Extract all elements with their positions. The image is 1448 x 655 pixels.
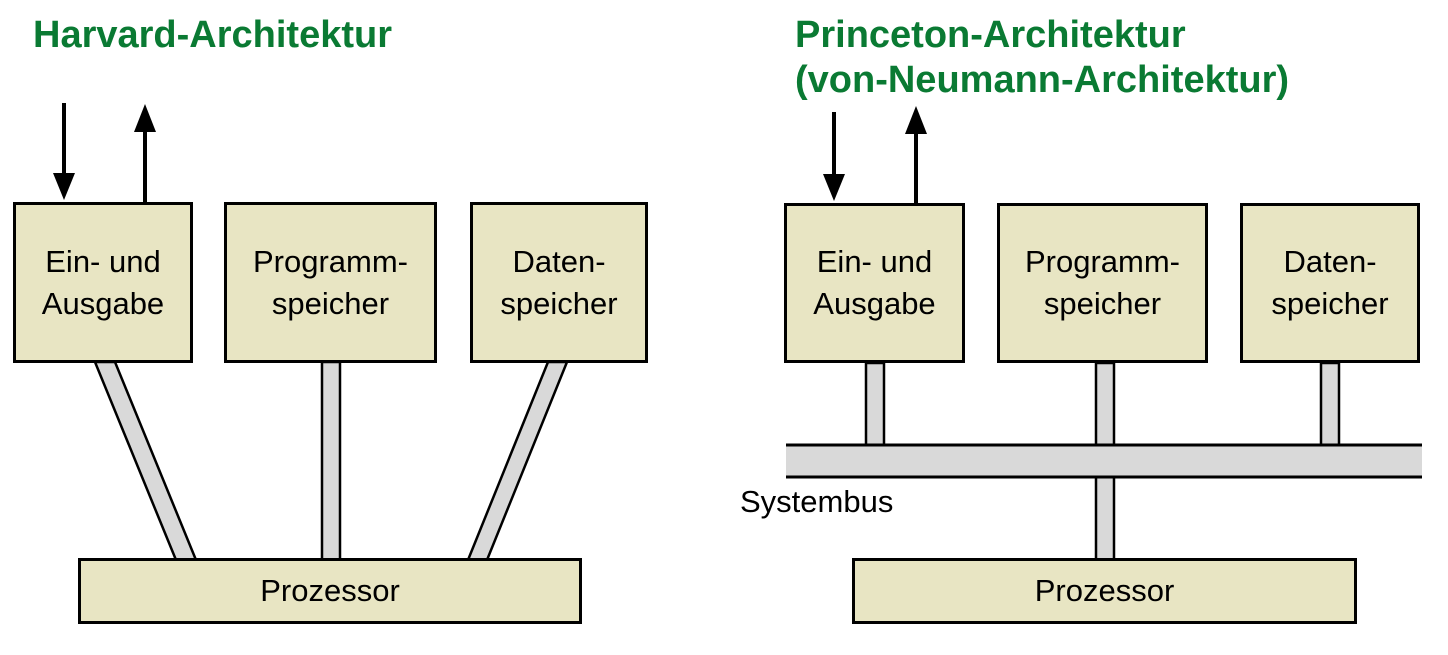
harvard-title: Harvard-Architektur [33,14,392,56]
princeton-data-bus-connector [1319,361,1341,448]
harvard-io-bus-connector [93,360,198,562]
princeton-io-bus-connector [864,361,886,448]
harvard-data-memory-box: Daten- speicher [470,202,648,363]
princeton-data-memory-box: Daten- speicher [1240,203,1420,363]
princeton-processor-bus-connector [1094,474,1116,562]
harvard-data-bus-connector [466,360,569,562]
princeton-io-box: Ein- und Ausgabe [784,203,965,363]
princeton-output-arrow-icon [905,106,927,203]
princeton-processor-box: Prozessor [852,558,1357,624]
princeton-input-arrow-icon [823,112,845,201]
harvard-input-arrow-icon [53,103,75,200]
princeton-program-memory-box: Programm- speicher [997,203,1208,363]
systembus-bar [786,443,1422,479]
princeton-program-bus-connector [1094,361,1116,448]
systembus-label: Systembus [740,484,894,519]
harvard-io-box: Ein- und Ausgabe [13,202,193,363]
harvard-processor-box: Prozessor [78,558,582,624]
harvard-program-memory-box: Programm- speicher [224,202,437,363]
princeton-title: Princeton-Architektur (von-Neumann-Archi… [795,14,1290,101]
harvard-output-arrow-icon [134,104,156,202]
harvard-program-bus-connector [320,360,342,562]
harvard-bus-connectors [93,360,569,562]
